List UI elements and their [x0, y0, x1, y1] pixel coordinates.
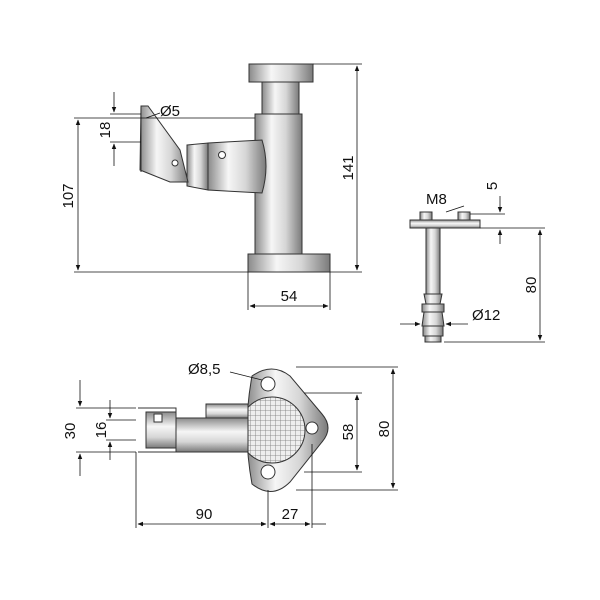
top-hole-lower	[260, 464, 276, 480]
dim-107: 107	[60, 183, 77, 208]
dim-5: 5	[484, 182, 501, 190]
dim-58: 58	[340, 424, 357, 441]
side-view: M8 5 80 Ø12	[400, 182, 545, 343]
dim-phi8-5: Ø8,5	[188, 361, 221, 378]
front-view: 141 107 18 Ø5 54	[60, 63, 362, 310]
front-upper-column	[261, 81, 300, 115]
dim-phi5: Ø5	[160, 103, 180, 120]
side-tip-end	[424, 335, 442, 343]
side-screw-right	[457, 211, 471, 221]
dim-141: 141	[340, 155, 357, 180]
side-screw-left	[419, 211, 433, 221]
top-view: Ø8,5 30 16 58 80 90 27	[62, 361, 398, 528]
dim-80-top: 80	[376, 421, 393, 438]
side-ring-2	[421, 303, 445, 313]
front-hinge	[186, 142, 209, 191]
dim-80-side: 80	[523, 277, 540, 294]
front-top-cap	[248, 63, 314, 83]
dim-m8: M8	[426, 191, 447, 208]
dim-54: 54	[281, 288, 298, 305]
dim-phi12: Ø12	[472, 307, 500, 324]
top-hook-pin	[153, 413, 163, 423]
side-plate	[409, 219, 481, 229]
top-hook-inner	[145, 411, 177, 449]
side-shaft	[425, 227, 441, 295]
top-arm-body	[175, 417, 249, 453]
dim-18: 18	[97, 122, 114, 139]
front-base-plate	[247, 253, 331, 273]
side-ring-1	[423, 293, 443, 305]
dim-90: 90	[196, 506, 213, 523]
top-knurled-disc	[238, 396, 306, 464]
top-arm-upper	[205, 403, 249, 419]
dim-27: 27	[282, 506, 299, 523]
front-arm-pin	[218, 151, 226, 159]
side-ring-3	[421, 311, 445, 327]
dim-30: 30	[62, 423, 79, 440]
top-hole-right	[305, 421, 319, 435]
side-tip	[422, 325, 444, 337]
top-hole-upper	[260, 376, 276, 392]
front-arm	[207, 139, 267, 194]
front-hook-pin	[171, 159, 179, 167]
dim-16: 16	[93, 422, 110, 439]
